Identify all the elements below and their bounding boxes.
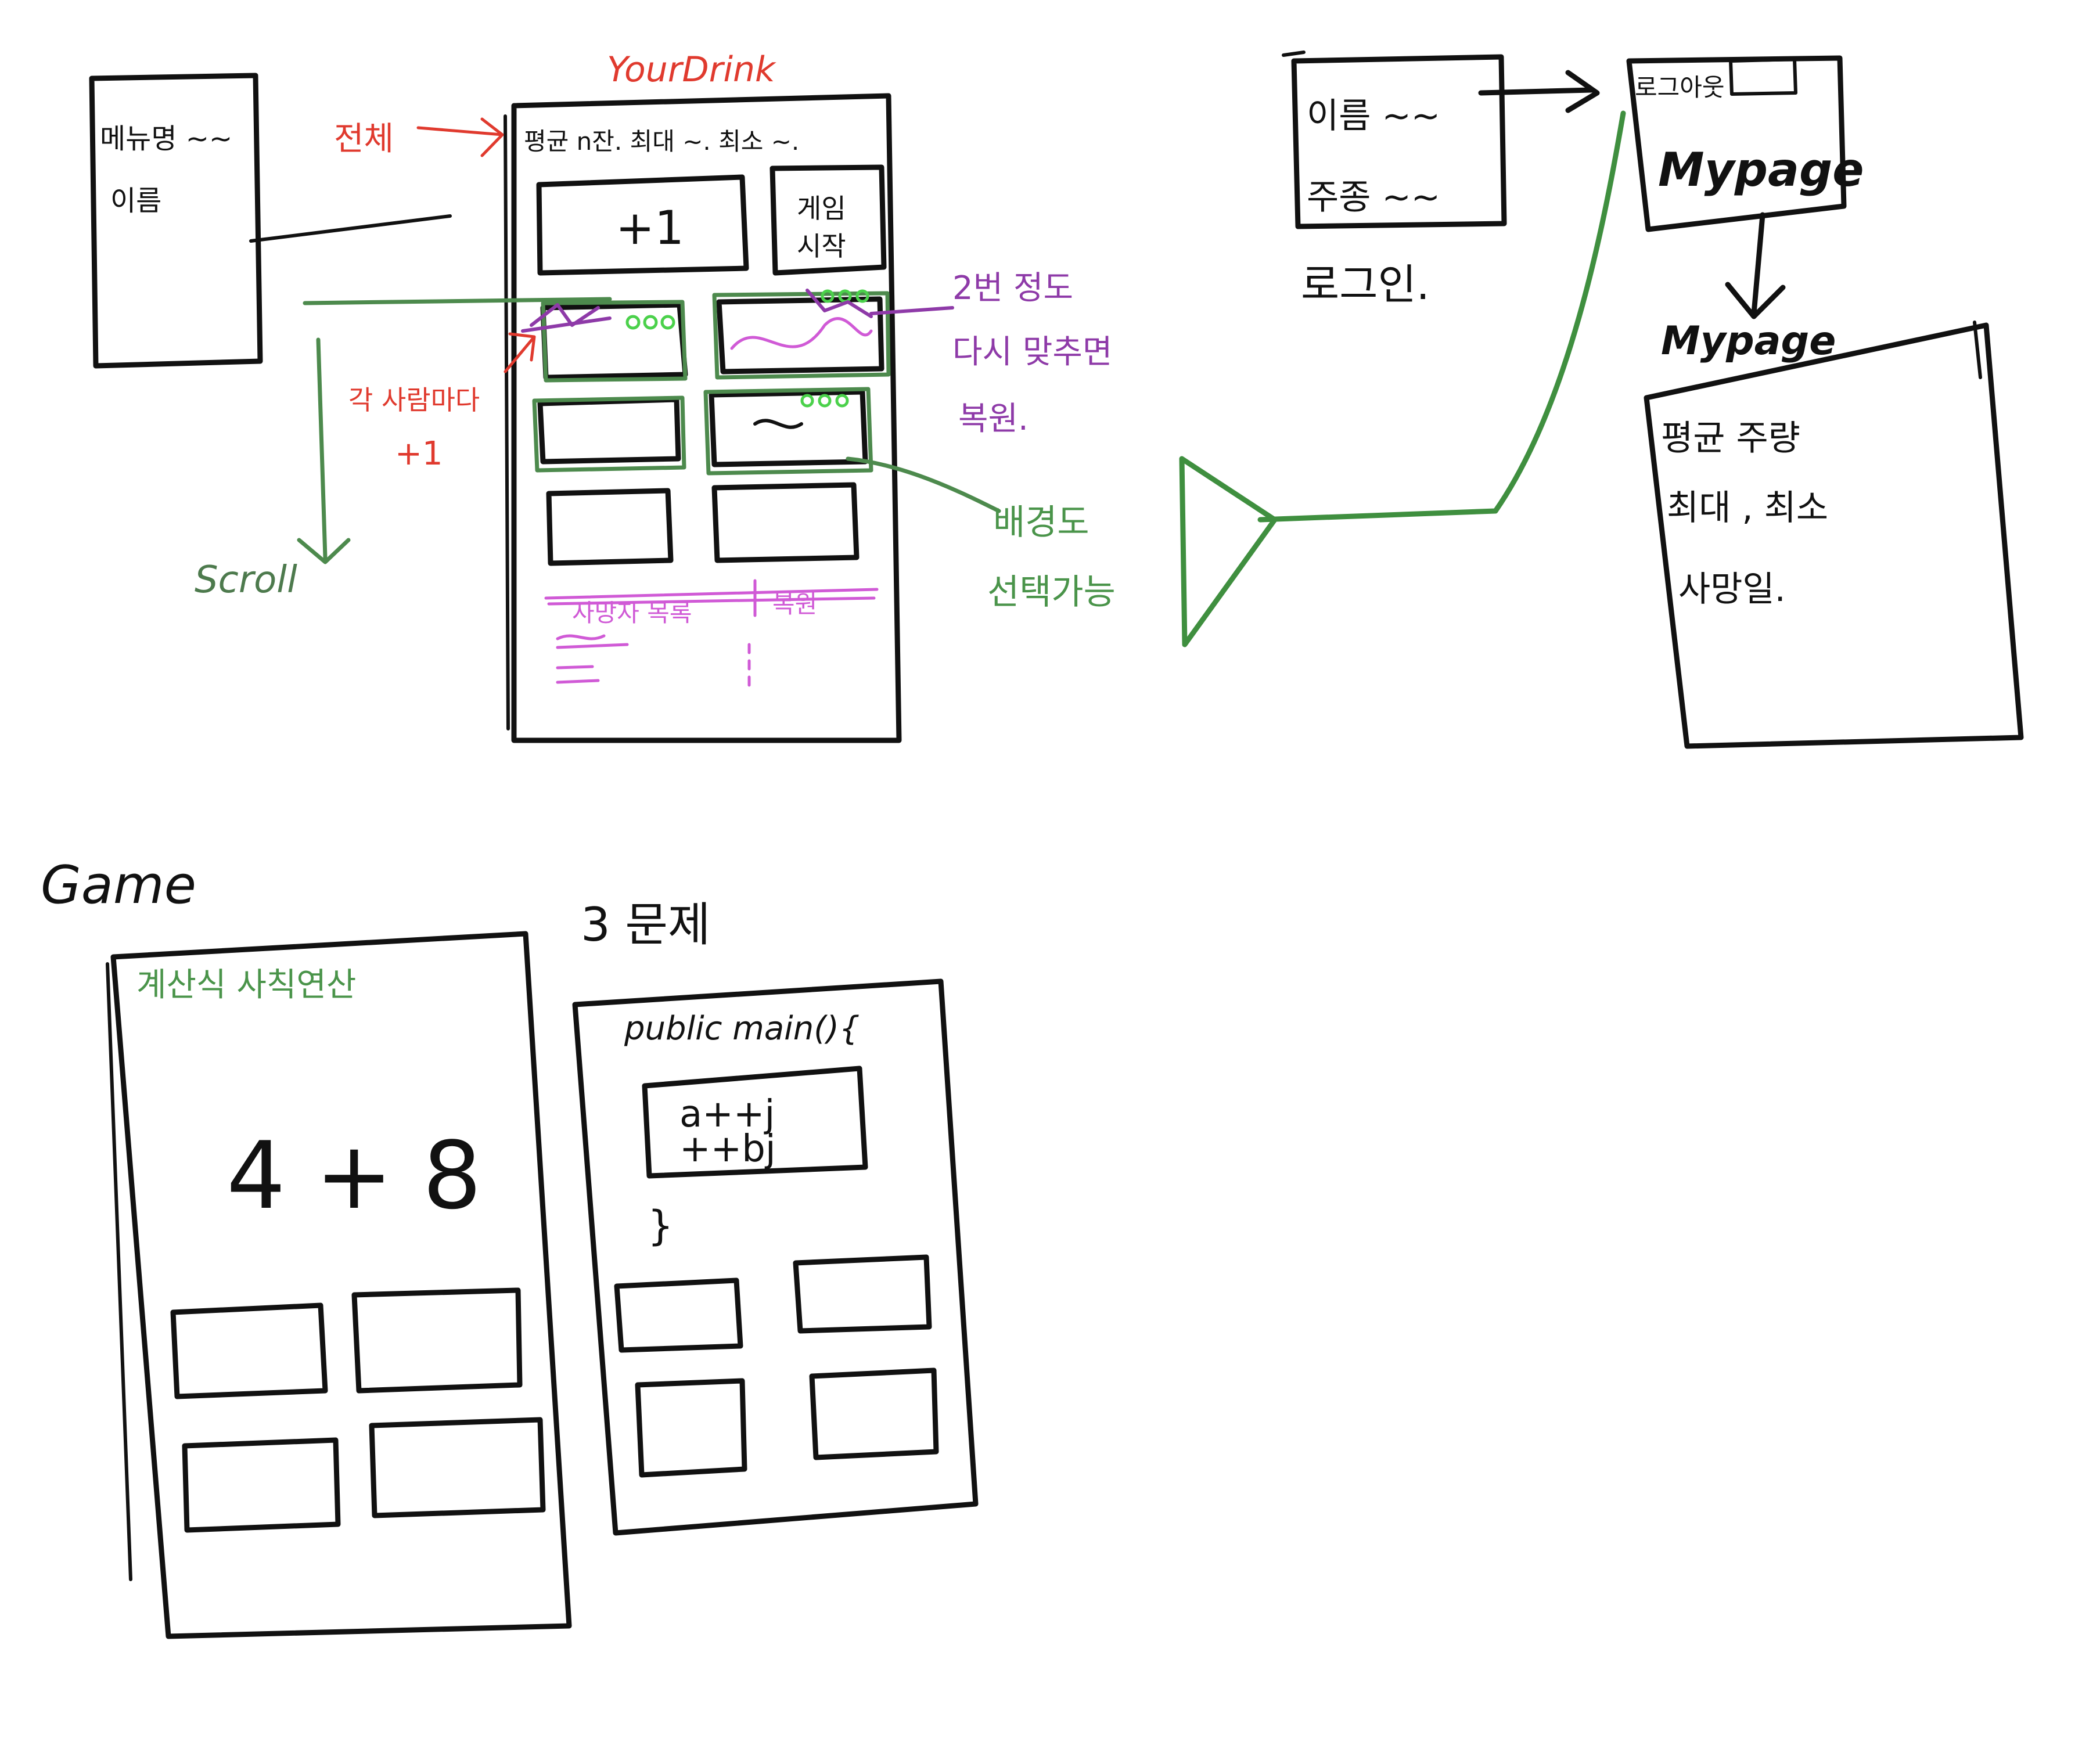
login-box bbox=[1291, 54, 1507, 229]
scroll-label: Scroll bbox=[195, 559, 297, 602]
person-card-6[interactable] bbox=[711, 482, 860, 563]
mypage-nav-button[interactable]: Mypage bbox=[1658, 143, 1864, 197]
problem-option-3[interactable] bbox=[635, 1378, 747, 1478]
back-arrow-line bbox=[1257, 110, 1626, 523]
code-close: } bbox=[648, 1202, 674, 1250]
answer-option-3[interactable] bbox=[182, 1437, 341, 1533]
note-each-2: +1 bbox=[395, 435, 443, 473]
main-screen: YourDrink 전체 평균 n잔. 최대 ~. 최소 ~. +1 게임 시작 bbox=[334, 49, 902, 743]
login-button[interactable]: 로그인. bbox=[1301, 260, 1430, 309]
game-subtitle: 계산식 사칙연산 bbox=[136, 966, 356, 1004]
summary-text: 평균 n잔. 최대 ~. 최소 ~. bbox=[524, 127, 799, 156]
login-flow: 이름 ~~ 주종 ~~ 로그인. 로그아웃 Mypage Mypage 평균 주… bbox=[1179, 51, 2024, 749]
list-panel: 메뉴명 ~~ 이름 bbox=[89, 73, 452, 369]
problem-option-1[interactable] bbox=[614, 1277, 743, 1353]
game-question: 4 + 8 bbox=[226, 1121, 481, 1230]
deleted-list-label: 사망자 목록 bbox=[572, 599, 692, 627]
problem-section: 3 문제 public main(){ a++j ++bj } bbox=[572, 898, 979, 1536]
note-bg-1: 배경도 bbox=[993, 502, 1089, 543]
note-twice-2: 다시 맞추면 bbox=[952, 333, 1112, 371]
game-start-button[interactable] bbox=[769, 164, 887, 276]
login-kind-field[interactable]: 주종 ~~ bbox=[1307, 177, 1440, 218]
problem-option-2[interactable] bbox=[793, 1254, 932, 1334]
plus-one-label: +1 bbox=[616, 201, 684, 255]
list-name-text: 메뉴명 ~~ bbox=[100, 123, 232, 155]
mypage-screen bbox=[1644, 322, 2024, 749]
answer-option-1[interactable] bbox=[170, 1302, 328, 1399]
restore-label[interactable]: 복원 bbox=[772, 590, 817, 618]
game-screen bbox=[110, 931, 572, 1639]
app-title: YourDrink bbox=[607, 49, 776, 90]
game-section: Game 계산식 사칙연산 4 + 8 bbox=[41, 855, 572, 1639]
mypage-history: 사망일. bbox=[1678, 569, 1786, 610]
person-card-2[interactable] bbox=[716, 296, 884, 375]
mypage-maxmin: 최대 , 최소 bbox=[1667, 488, 1828, 528]
note-twice-3: 복원. bbox=[958, 400, 1029, 438]
problem-screen bbox=[572, 978, 979, 1536]
game-start-label-1: 게임 bbox=[797, 193, 846, 224]
login-arrow bbox=[1478, 70, 1600, 113]
game-title: Game bbox=[41, 855, 196, 916]
note-each-1: 각 사람마다 bbox=[348, 384, 480, 416]
code-box bbox=[642, 1066, 868, 1179]
mypage-avg: 평균 주량 bbox=[1661, 418, 1800, 459]
plus-one-button[interactable] bbox=[536, 174, 749, 276]
answer-option-4[interactable] bbox=[369, 1417, 546, 1518]
logout-label[interactable]: 로그아웃 bbox=[1635, 73, 1725, 102]
person-card-5[interactable] bbox=[546, 488, 674, 566]
code-line-2: a++j bbox=[679, 1093, 775, 1136]
back-arrow-head bbox=[1179, 456, 1278, 647]
game-start-label-2: 시작 bbox=[797, 231, 846, 262]
list-photo-text: 이름 bbox=[110, 185, 161, 217]
answer-option-2[interactable] bbox=[351, 1287, 523, 1394]
login-name-field[interactable]: 이름 ~~ bbox=[1307, 96, 1440, 136]
problem-option-4[interactable] bbox=[809, 1367, 939, 1460]
problem-title: 3 문제 bbox=[581, 898, 711, 952]
label-whole: 전체 bbox=[334, 120, 394, 158]
code-line-3: ++bj bbox=[679, 1128, 776, 1171]
note-bg-2: 선택가능 bbox=[987, 572, 1116, 613]
code-line-1: public main(){ bbox=[624, 1010, 860, 1048]
main-annotations: 2번 정도 다시 맞추면 복원. 각 사람마다 +1 Scroll 배경도 선택… bbox=[195, 269, 1116, 613]
mypage-title: Mypage bbox=[1661, 318, 1836, 364]
person-card-3[interactable] bbox=[537, 397, 681, 465]
note-twice-1: 2번 정도 bbox=[952, 269, 1073, 307]
